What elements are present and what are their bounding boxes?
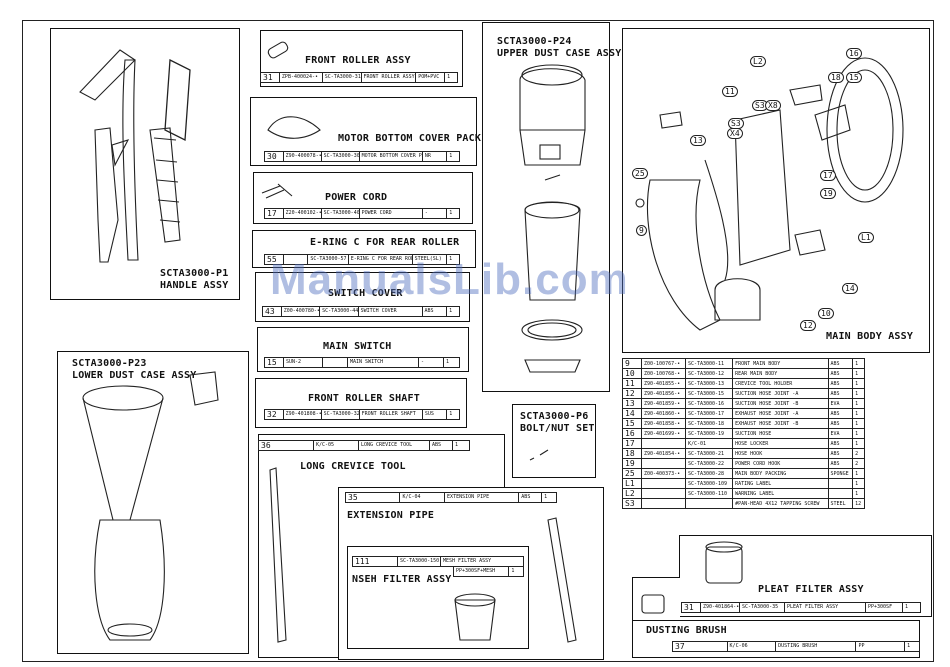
extension-title: EXTENSION PIPE <box>347 510 435 521</box>
watermark-text: ManualsLib.com <box>270 255 629 304</box>
mesh-title: NSEH FILTER ASSY <box>352 574 452 585</box>
table-cell: 12 <box>852 498 865 509</box>
table-cell: #PAN-HEAD 4X12 TAPPING SCREW <box>732 498 829 509</box>
crevice-title: LONG CREVICE TOOL <box>300 461 406 472</box>
pleat-title: PLEAT FILTER ASSY <box>758 584 864 595</box>
dusting-panel <box>632 577 680 628</box>
part-callout: L2 <box>750 56 766 67</box>
lower-case-drawing <box>82 371 219 641</box>
table-cell: S3 <box>622 498 642 509</box>
motor-packing-title: MOTOR BOTTOM COVER PACKING <box>338 133 500 144</box>
handle-assy-panel <box>50 28 240 300</box>
main-body-drawing <box>635 57 904 331</box>
front-roller-title: FRONT ROLLER ASSY <box>305 55 411 66</box>
upper-case-code: SCTA3000-P24 <box>497 36 572 47</box>
part-callout: 11 <box>722 86 738 97</box>
upper-case-drawing <box>519 64 586 373</box>
upper-case-name: UPPER DUST CASE ASSY <box>497 48 622 59</box>
part-callout: 14 <box>842 283 858 294</box>
part-callout: 15 <box>846 72 862 83</box>
handle-assy-code: SCTA3000-P1 <box>160 268 229 279</box>
main-switch-title: MAIN SWITCH <box>323 341 392 352</box>
main-body-panel <box>622 28 930 353</box>
bolt-panel <box>512 404 596 478</box>
dusting-title: DUSTING BRUSH <box>646 625 727 636</box>
handle-assy-name: HANDLE ASSY <box>160 280 229 291</box>
part-callout: 10 <box>818 308 834 319</box>
bolt-code: SCTA3000-P6 <box>520 411 589 422</box>
part-callout: 13 <box>690 135 706 146</box>
part-callout: 25 <box>632 168 648 179</box>
ering-title: E-RING C FOR REAR ROLLER <box>310 237 460 248</box>
part-callout: 16 <box>846 48 862 59</box>
part-callout: 9 <box>636 225 647 236</box>
upper-case-panel <box>482 22 610 392</box>
part-callout: L1 <box>858 232 874 243</box>
sheet-frame <box>22 20 934 662</box>
part-callout: 17 <box>820 170 836 181</box>
handle-parts-drawing <box>79 49 191 263</box>
bolt-name: BOLT/NUT SET <box>520 423 595 434</box>
part-callout: X4 <box>727 128 743 139</box>
part-callout: X8 <box>765 100 781 111</box>
part-callout: 19 <box>820 188 836 199</box>
main-body-name: MAIN BODY ASSY <box>826 331 914 342</box>
lower-dust-case-panel <box>57 351 249 654</box>
front-shaft-title: FRONT ROLLER SHAFT <box>308 393 420 404</box>
lower-case-code: SCTA3000-P23 <box>72 358 147 369</box>
switch-cover-title: SWITCH COVER <box>328 288 403 299</box>
lower-case-name: LOWER DUST CASE ASSY <box>72 370 197 381</box>
part-callout: 18 <box>828 72 844 83</box>
power-cord-title: POWER CORD <box>325 192 388 203</box>
part-callout: 12 <box>800 320 816 331</box>
